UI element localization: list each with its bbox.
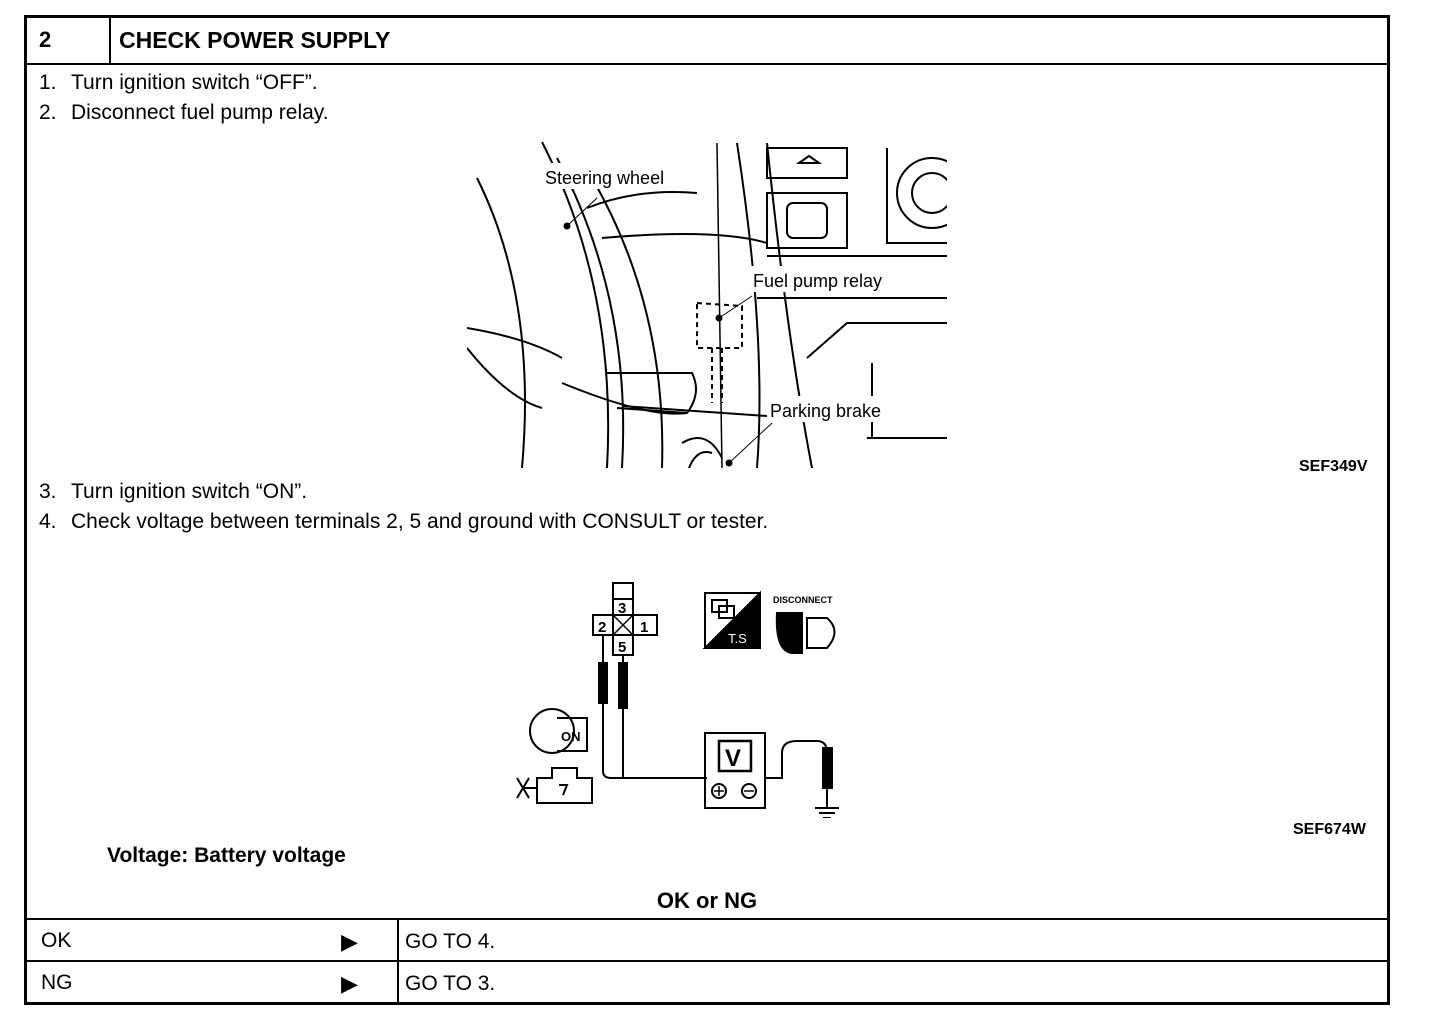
result-row-divider — [27, 918, 1387, 920]
relay-location-illustration: Steering wheel Fuel pump relay Parking b… — [467, 141, 947, 468]
terminal-5: 5 — [618, 639, 626, 656]
instruction-item: 4. Check voltage between terminals 2, 5 a… — [39, 510, 768, 534]
arrow-icon: ▶ — [341, 929, 358, 954]
figure-code: SEF349V — [1299, 458, 1368, 475]
header-divider — [109, 18, 111, 63]
instruction-text: Turn ignition switch “OFF”. — [71, 71, 318, 94]
specification: Voltage: Battery voltage — [107, 844, 346, 867]
instruction-number: 4. — [39, 510, 57, 533]
diagnostic-procedure-box: 2 CHECK POWER SUPPLY 1. Turn ignition swi… — [24, 15, 1390, 1005]
disconnect-label: DISCONNECT — [773, 595, 833, 605]
meter-label: V — [725, 745, 741, 772]
label-fuel-pump-relay: Fuel pump relay — [753, 271, 882, 291]
result-label: NG — [41, 971, 73, 994]
label-steering-wheel: Steering wheel — [545, 168, 664, 188]
result-label: OK — [41, 929, 72, 952]
result-question: OK or NG — [656, 888, 758, 913]
instruction-item: 3. Turn ignition switch “ON”. — [39, 480, 307, 504]
instruction-text: Check voltage between terminals 2, 5 and… — [71, 510, 769, 533]
instruction-number: 2. — [39, 101, 57, 124]
step-number: 2 — [39, 27, 52, 52]
result-row-divider — [27, 960, 1387, 962]
label-parking-brake: Parking brake — [770, 401, 881, 421]
instruction-number: 1. — [39, 71, 57, 94]
on-label: ON — [561, 729, 581, 744]
figure-code: SEF674W — [1293, 821, 1366, 838]
instruction-item: 1. Turn ignition switch “OFF”. — [39, 71, 318, 95]
result-action: GO TO 3. — [405, 972, 496, 995]
terminal-3: 3 — [618, 600, 626, 617]
instruction-text: Disconnect fuel pump relay. — [71, 101, 329, 124]
instruction-text: Turn ignition switch “ON”. — [71, 480, 308, 503]
result-action: GO TO 4. — [405, 930, 496, 953]
instruction-number: 3. — [39, 480, 57, 503]
terminal-1: 1 — [640, 619, 648, 636]
terminal-2: 2 — [598, 619, 606, 636]
step-header: 2 CHECK POWER SUPPLY — [27, 18, 1387, 65]
instruction-item: 2. Disconnect fuel pump relay. — [39, 101, 329, 125]
ts-label: T.S — [728, 631, 747, 646]
voltage-check-illustration: 3 2 1 5 V T.S DISCONNECT ON — [516, 582, 839, 818]
arrow-icon: ▶ — [341, 971, 358, 996]
step-title: CHECK POWER SUPPLY — [119, 27, 391, 53]
